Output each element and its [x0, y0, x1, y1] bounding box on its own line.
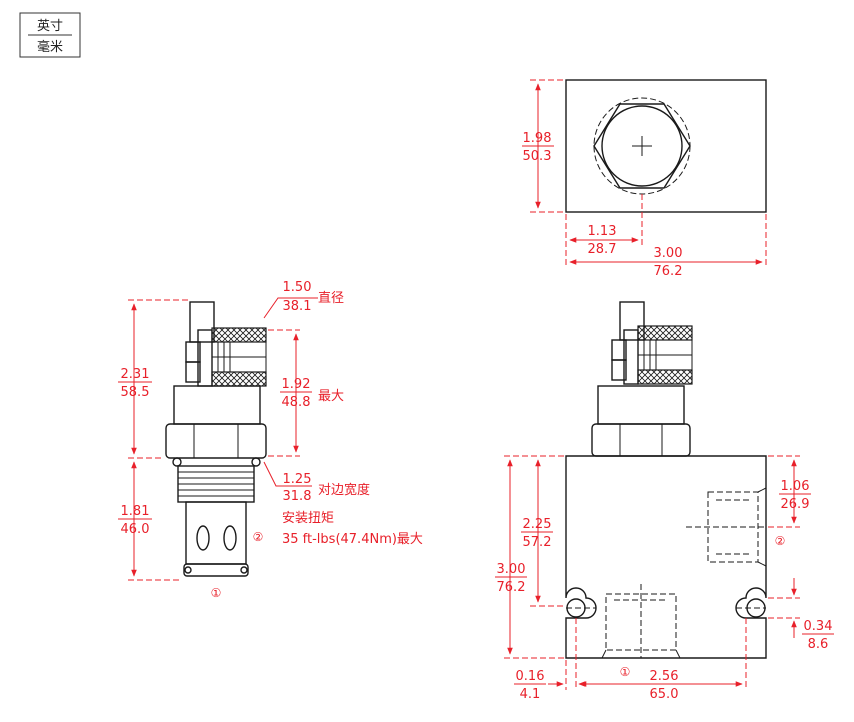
body-depth-mm: 57.2 — [523, 535, 552, 550]
body-depth-in: 2.25 — [523, 517, 552, 532]
mount-offset-mm: 8.6 — [808, 637, 829, 652]
top-height-in: 1.98 — [523, 131, 552, 146]
height-max-label: 最大 — [318, 389, 344, 404]
hex-in: 1.25 — [283, 472, 312, 487]
body-height-in: 3.00 — [497, 562, 526, 577]
top-width-in: 3.00 — [654, 246, 683, 261]
hole-spacing-mm: 65.0 — [650, 687, 679, 702]
top-height-mm: 50.3 — [523, 149, 552, 164]
thread-lines — [178, 471, 254, 497]
unit-mm-label: 毫米 — [37, 39, 63, 55]
left-offset-in: 0.16 — [516, 669, 545, 684]
height-top-in: 2.31 — [121, 367, 150, 382]
height-max-in: 1.92 — [282, 377, 311, 392]
height-bottom-mm: 46.0 — [121, 522, 150, 537]
torque-value: 35 ft-lbs(47.4Nm)最大 — [282, 532, 423, 547]
body-view-dimensions: 2.25 57.2 3.00 76.2 1.06 26.9 ② 0.34 8.6… — [495, 455, 834, 702]
height-bottom-in: 1.81 — [121, 504, 150, 519]
hex-label: 对边宽度 — [318, 482, 370, 498]
cartridge-view — [165, 301, 267, 577]
unit-legend: 英寸 毫米 — [19, 12, 81, 58]
hex-mm: 31.8 — [283, 489, 312, 504]
mount-offset-in: 0.34 — [804, 619, 833, 634]
unit-inch-label: 英寸 — [37, 19, 63, 34]
body-port-1: ① — [620, 665, 631, 679]
coil-dia-mm: 38.1 — [283, 299, 312, 314]
top-center-mm: 28.7 — [588, 242, 617, 257]
hole-spacing-in: 2.56 — [650, 669, 679, 684]
top-view — [565, 79, 767, 213]
top-width-mm: 76.2 — [654, 264, 683, 279]
cartridge-dimensions: 2.31 58.5 1.81 46.0 1.50 38.1 直径 1.92 48… — [118, 280, 423, 600]
cartridge-port-1: ① — [211, 586, 222, 600]
top-center-in: 1.13 — [588, 224, 617, 239]
body-height-mm: 76.2 — [497, 580, 526, 595]
port2-offset-mm: 26.9 — [781, 497, 810, 512]
torque-title: 安装扭矩 — [282, 511, 334, 526]
body-port-2: ② — [775, 534, 786, 548]
top-view-dimensions: 1.98 50.3 1.13 28.7 3.00 76.2 — [522, 79, 767, 279]
coil-dia-label: 直径 — [318, 291, 344, 306]
height-max-mm: 48.8 — [282, 395, 311, 410]
body-view — [565, 301, 767, 659]
port2-offset-in: 1.06 — [781, 479, 810, 494]
left-offset-mm: 4.1 — [520, 687, 541, 702]
coil-dia-in: 1.50 — [283, 280, 312, 295]
height-top-mm: 58.5 — [121, 385, 150, 400]
cartridge-port-2: ② — [253, 530, 264, 544]
